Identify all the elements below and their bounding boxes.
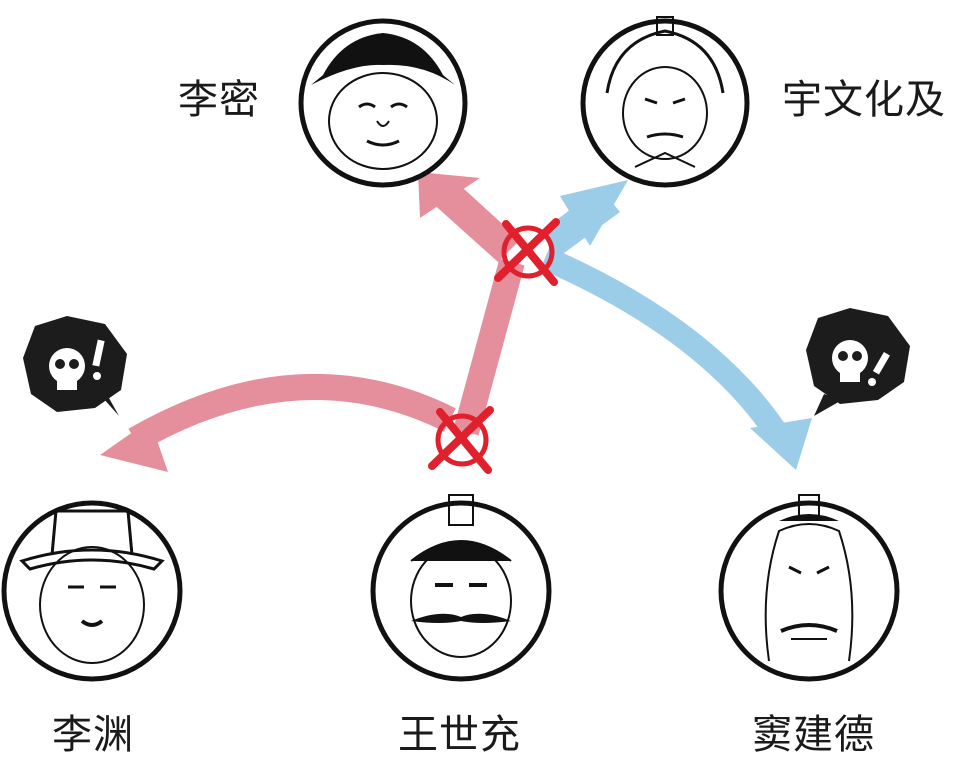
arrow-head-dou [750,418,812,470]
portrait-yuwen-huaji [580,16,750,188]
name-label-yuwen-huaji: 宇文化及 [782,77,946,123]
skull-exclamation-icon [23,316,127,416]
arrow-clash-to-dou [540,247,791,445]
arrow-limi-to-clash [418,172,520,262]
name-label-dou-jiande: 窦建德 [752,712,875,758]
crossed-circle-icon [428,406,494,474]
arrow-head-liyuan [100,420,168,472]
name-label-wang-shichong: 王世充 [398,712,521,758]
name-label-li-yuan: 李渊 [52,712,134,758]
arrow-yuwen-to-clash [540,180,628,256]
portrait-li-yuan [1,500,183,682]
name-label-li-mi: 李密 [178,77,260,123]
skull-exclamation-icon [806,308,910,416]
portrait-dou-jiande [718,494,900,682]
portrait-wang-shichong [370,494,552,682]
crossed-circle-icon [494,218,560,286]
arrow-wang-to-liyuan [128,373,456,452]
arrow-clash-to-wang [453,258,525,436]
portrait-li-mi [298,18,468,188]
